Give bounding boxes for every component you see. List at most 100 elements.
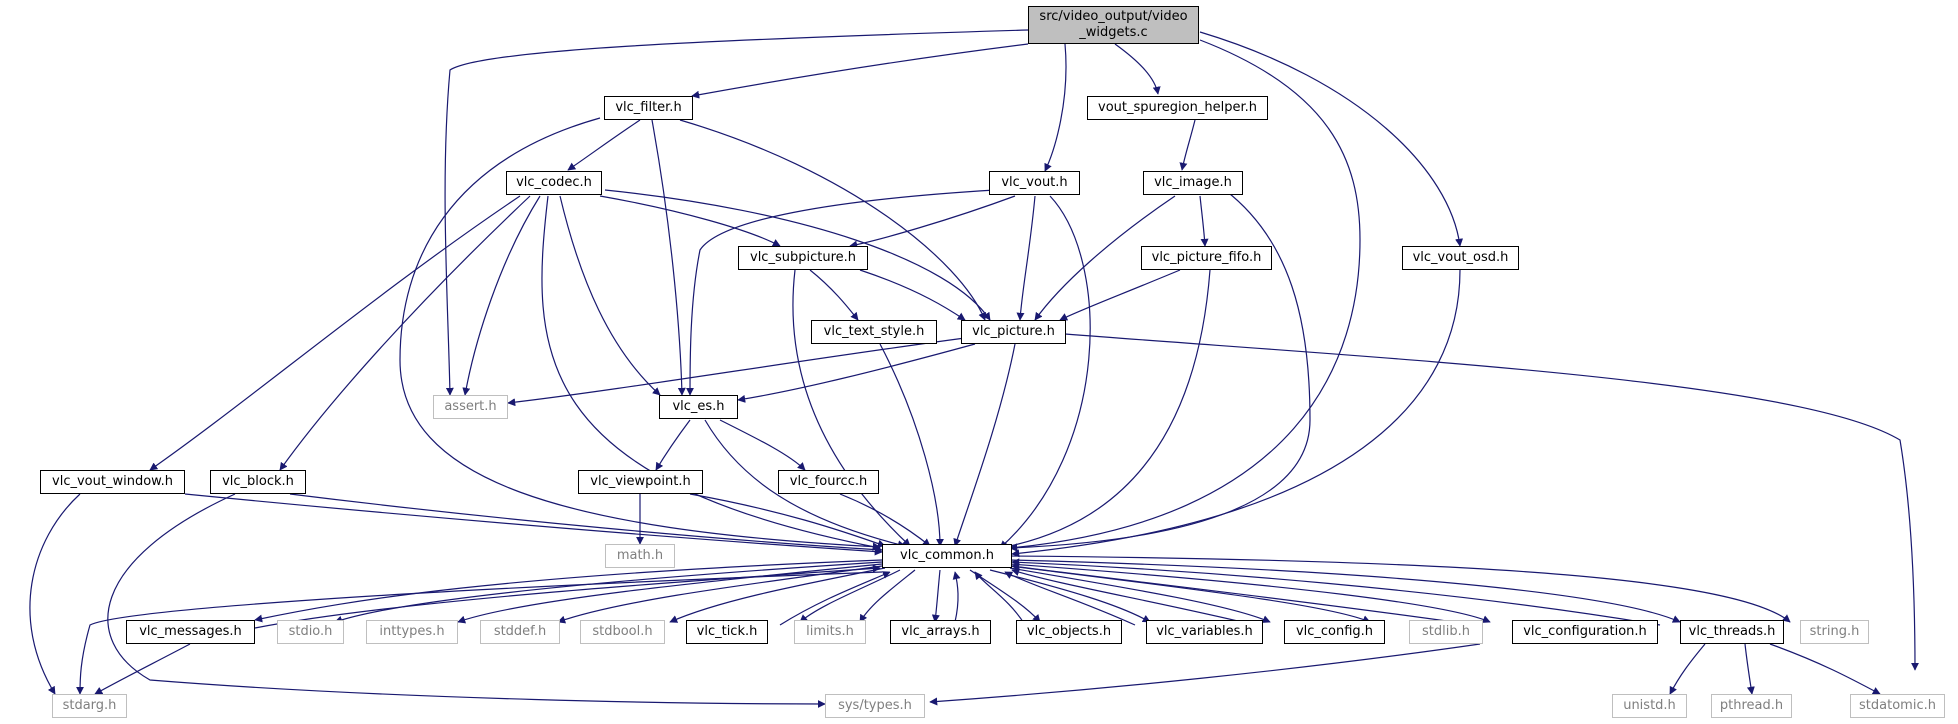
node-assert[interactable]: assert.h <box>433 395 508 419</box>
node-vlc-config[interactable]: vlc_config.h <box>1284 620 1385 644</box>
edge-messages-common <box>254 564 881 629</box>
node-vlc-arrays[interactable]: vlc_arrays.h <box>890 620 991 644</box>
node-vlc-vout-osd[interactable]: vlc_vout_osd.h <box>1402 246 1519 270</box>
edge-picture-stdatomic <box>1064 333 1919 671</box>
node-vlc-picture[interactable]: vlc_picture.h <box>961 320 1066 344</box>
node-vlc-vout[interactable]: vlc_vout.h <box>989 171 1080 195</box>
node-stdlib[interactable]: stdlib.h <box>1409 620 1483 644</box>
node-vlc-codec[interactable]: vlc_codec.h <box>506 171 602 195</box>
edge-common-inttypes <box>457 563 883 624</box>
node-math[interactable]: math.h <box>605 544 675 568</box>
edge-widgets-vout <box>1044 43 1067 172</box>
edge-config-common <box>1011 568 1256 626</box>
node-vlc-variables[interactable]: vlc_variables.h <box>1146 620 1263 644</box>
edge-common-stdbool <box>669 567 886 623</box>
edge-filter-picture <box>679 119 986 321</box>
edge-codec-picture <box>604 189 991 321</box>
edge-block-common <box>289 493 883 554</box>
edge-osd-common <box>1011 269 1461 558</box>
edge-threads-stdatomic <box>1769 643 1881 695</box>
edge-common-variables <box>989 569 1151 623</box>
edge-es-fourcc <box>719 419 806 471</box>
edge-picture-common <box>953 343 1016 547</box>
node-stdarg[interactable]: stdarg.h <box>52 694 127 718</box>
node-vlc-vout-window[interactable]: vlc_vout_window.h <box>40 470 185 494</box>
edge-subpicture-picture <box>859 269 966 321</box>
node-stdatomic[interactable]: stdatomic.h <box>1850 694 1945 718</box>
edge-es-viewpoint <box>655 419 691 471</box>
node-limits[interactable]: limits.h <box>794 620 866 644</box>
edge-widgets-filter <box>691 43 1029 99</box>
edge-common-stdarg <box>76 571 883 695</box>
edge-arrays-common <box>952 571 961 623</box>
node-vout-spuregion-helper[interactable]: vout_spuregion_helper.h <box>1087 96 1268 120</box>
node-pthread[interactable]: pthread.h <box>1711 694 1792 718</box>
edge-image-common <box>1009 189 1311 552</box>
node-vlc-common[interactable]: vlc_common.h <box>882 544 1012 568</box>
node-vlc-filter[interactable]: vlc_filter.h <box>604 96 693 120</box>
node-unistd[interactable]: unistd.h <box>1612 694 1687 718</box>
edge-objects-common <box>974 571 1026 626</box>
node-vlc-picture-fifo[interactable]: vlc_picture_fifo.h <box>1141 246 1272 270</box>
edge-picture-assert <box>507 337 966 407</box>
edge-codec-window <box>149 195 521 471</box>
edge-vout-common <box>999 195 1091 549</box>
edge-image-picture <box>1034 195 1176 321</box>
node-vlc-es[interactable]: vlc_es.h <box>659 395 738 419</box>
node-vlc-viewpoint[interactable]: vlc_viewpoint.h <box>578 470 703 494</box>
node-vlc-image[interactable]: vlc_image.h <box>1143 171 1243 195</box>
node-string[interactable]: string.h <box>1800 620 1869 644</box>
node-vlc-objects[interactable]: vlc_objects.h <box>1016 620 1122 644</box>
edge-window-common <box>184 493 883 556</box>
node-vlc-text-style[interactable]: vlc_text_style.h <box>811 320 937 344</box>
edge-common-stddef <box>557 565 883 624</box>
node-sys-types[interactable]: sys/types.h <box>825 694 925 718</box>
edge-widgets-osd <box>1199 31 1464 247</box>
edge-widgets-spuregion <box>1114 43 1161 95</box>
edge-filter-common <box>399 117 881 551</box>
edge-textstyle-common <box>879 343 944 547</box>
edge-image-fifo <box>1199 195 1209 247</box>
edge-common-stdio <box>334 561 883 624</box>
edge-messages-stdarg <box>94 643 191 695</box>
edge-common-messages <box>254 559 883 623</box>
node-video-widgets[interactable]: src/video_output/video _widgets.c <box>1028 6 1199 44</box>
node-vlc-fourcc[interactable]: vlc_fourcc.h <box>778 470 879 494</box>
node-stdbool[interactable]: stdbool.h <box>580 620 665 644</box>
edge-codec-common <box>541 195 881 551</box>
node-stdio[interactable]: stdio.h <box>277 620 344 644</box>
edge-threads-unistd <box>1669 643 1706 695</box>
edge-fifo-common <box>999 269 1211 551</box>
edge-common-string <box>1009 555 1791 623</box>
edge-tick-common <box>779 571 891 626</box>
node-vlc-subpicture[interactable]: vlc_subpicture.h <box>738 246 868 270</box>
edge-block-systypes <box>107 493 826 708</box>
edge-widgets-assert <box>444 29 1029 396</box>
node-vlc-tick[interactable]: vlc_tick.h <box>686 620 768 644</box>
edge-common-tick <box>799 569 901 623</box>
node-video-widgets-line2: _widgets.c <box>1079 25 1148 40</box>
edge-spuregion-image <box>1179 119 1196 171</box>
edge-vout-picture <box>1016 195 1036 321</box>
edge-es-common <box>704 419 906 549</box>
node-vlc-configuration[interactable]: vlc_configuration.h <box>1512 620 1658 644</box>
edge-configuration-common <box>1011 562 1476 626</box>
node-vlc-threads[interactable]: vlc_threads.h <box>1680 620 1784 644</box>
edge-codec-assert <box>462 195 541 396</box>
edge-variables-common <box>1004 571 1136 626</box>
edge-vout-subpicture <box>849 195 1016 249</box>
edge-common-config <box>1009 567 1271 623</box>
node-vlc-messages[interactable]: vlc_messages.h <box>126 620 255 644</box>
edge-window-stdarg <box>29 493 81 695</box>
edge-common-stdlib <box>1009 565 1371 623</box>
node-inttypes[interactable]: inttypes.h <box>366 620 458 644</box>
edge-subpicture-common <box>792 269 911 547</box>
edge-threads-pthread <box>1744 643 1755 695</box>
node-vlc-block[interactable]: vlc_block.h <box>210 470 306 494</box>
edge-filter-es <box>651 119 686 396</box>
edge-configuration-systypes <box>929 643 1481 706</box>
edge-codec-es <box>559 195 661 396</box>
edge-fifo-picture <box>1059 269 1181 321</box>
node-stddef[interactable]: stddef.h <box>480 620 560 644</box>
